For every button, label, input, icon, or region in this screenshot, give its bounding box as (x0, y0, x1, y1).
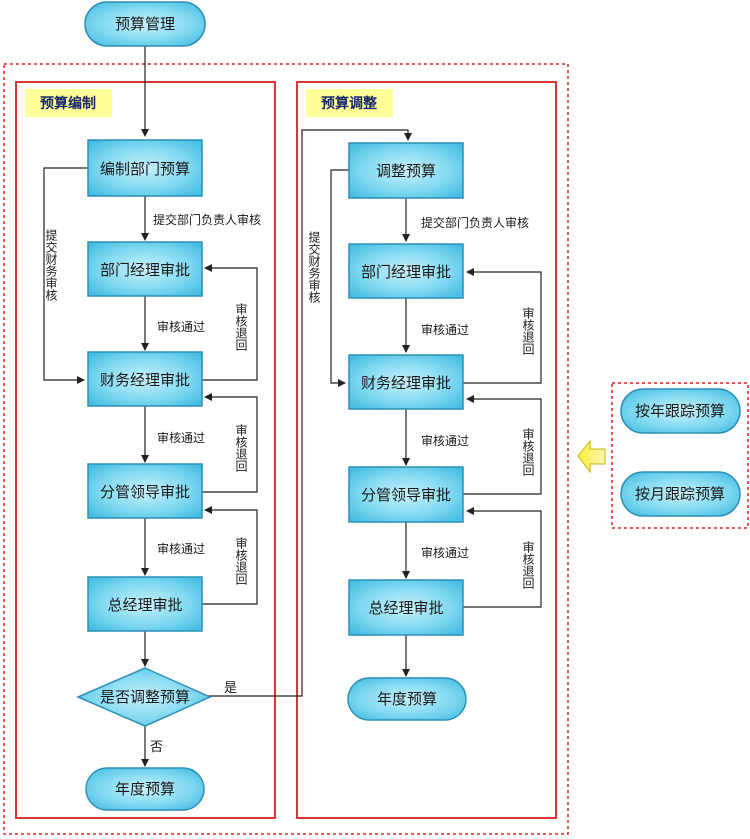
right-return-label-2: 审核退回 (521, 427, 535, 476)
node-right-finance-approval-label: 财务经理审批 (361, 374, 451, 392)
track-monthly-label: 按月跟踪预算 (635, 485, 725, 503)
node-adjust-budget[interactable] (348, 142, 464, 199)
node-right-leader-approval-label: 分管领导审批 (361, 486, 451, 504)
node-left-gm-approval-label: 总经理审批 (107, 596, 182, 614)
left-submit-label: 提交部门负责人审核 (153, 212, 261, 227)
node-right-gm-approval[interactable] (348, 579, 464, 636)
right-edges (330, 169, 542, 677)
node-compile-budget[interactable] (87, 139, 203, 197)
node-right-annual-budget[interactable] (347, 677, 467, 721)
top-node[interactable] (84, 1, 206, 47)
left-panel-title-bg (25, 89, 112, 117)
tracking-arrow-icon (577, 439, 606, 474)
node-right-dept-approval-label: 部门经理审批 (361, 263, 451, 281)
track-monthly-button[interactable] (620, 471, 741, 517)
node-right-finance-approval[interactable] (348, 354, 464, 410)
node-left-annual-budget[interactable] (85, 767, 205, 811)
node-left-dept-approval[interactable] (87, 241, 203, 297)
right-submit-label: 提交部门负责人审核 (421, 215, 529, 230)
node-adjust-budget-label: 调整预算 (376, 162, 436, 180)
node-right-gm-approval-label: 总经理审批 (368, 599, 443, 617)
right-pass-label-3: 审核通过 (421, 545, 469, 560)
track-yearly-button[interactable] (620, 388, 741, 434)
left-pass-label-3: 审核通过 (157, 541, 205, 556)
right-pass-label-2: 审核通过 (421, 433, 469, 448)
node-left-annual-budget-label: 年度预算 (115, 780, 175, 798)
node-left-leader-approval-label: 分管领导审批 (100, 483, 190, 501)
no-label: 否 (150, 740, 163, 755)
left-return-label-3: 审核退回 (234, 536, 248, 585)
right-panel-border (296, 81, 557, 819)
right-return-label-3: 审核退回 (521, 540, 535, 589)
tracking-dashed-border (611, 382, 749, 529)
left-edges (43, 46, 412, 767)
node-left-finance-approval-label: 财务经理审批 (100, 371, 190, 389)
node-left-gm-approval[interactable] (87, 576, 203, 632)
left-pass-label-2: 审核通过 (157, 430, 205, 445)
node-right-dept-approval[interactable] (348, 243, 464, 299)
node-compile-budget-label: 编制部门预算 (100, 160, 190, 178)
node-decision-adjust-label: 是否调整预算 (100, 688, 190, 706)
node-left-leader-approval[interactable] (87, 463, 203, 519)
outer-dashed-border (3, 63, 569, 835)
node-left-finance-approval[interactable] (87, 351, 203, 407)
right-panel-title: 预算调整 (321, 95, 378, 112)
left-submit-finance-label: 提交财务审核 (44, 228, 58, 301)
yes-label: 是 (224, 681, 237, 696)
right-return-label-1: 审核退回 (521, 306, 535, 355)
node-right-leader-approval[interactable] (348, 466, 464, 523)
right-panel-title-bg (306, 89, 393, 117)
node-decision-adjust[interactable] (76, 667, 212, 727)
right-pass-label-1: 审核通过 (421, 322, 469, 337)
left-return-label-2: 审核退回 (234, 423, 248, 472)
track-yearly-label: 按年跟踪预算 (635, 402, 725, 420)
node-left-dept-approval-label: 部门经理审批 (100, 261, 190, 279)
left-panel-title: 预算编制 (40, 95, 96, 112)
top-node-label: 预算管理 (115, 15, 175, 33)
left-return-label-1: 审核退回 (234, 302, 248, 351)
node-right-annual-budget-label: 年度预算 (377, 690, 437, 708)
right-submit-finance-label: 提交财务审核 (307, 230, 321, 303)
left-pass-label-1: 审核通过 (157, 319, 205, 334)
